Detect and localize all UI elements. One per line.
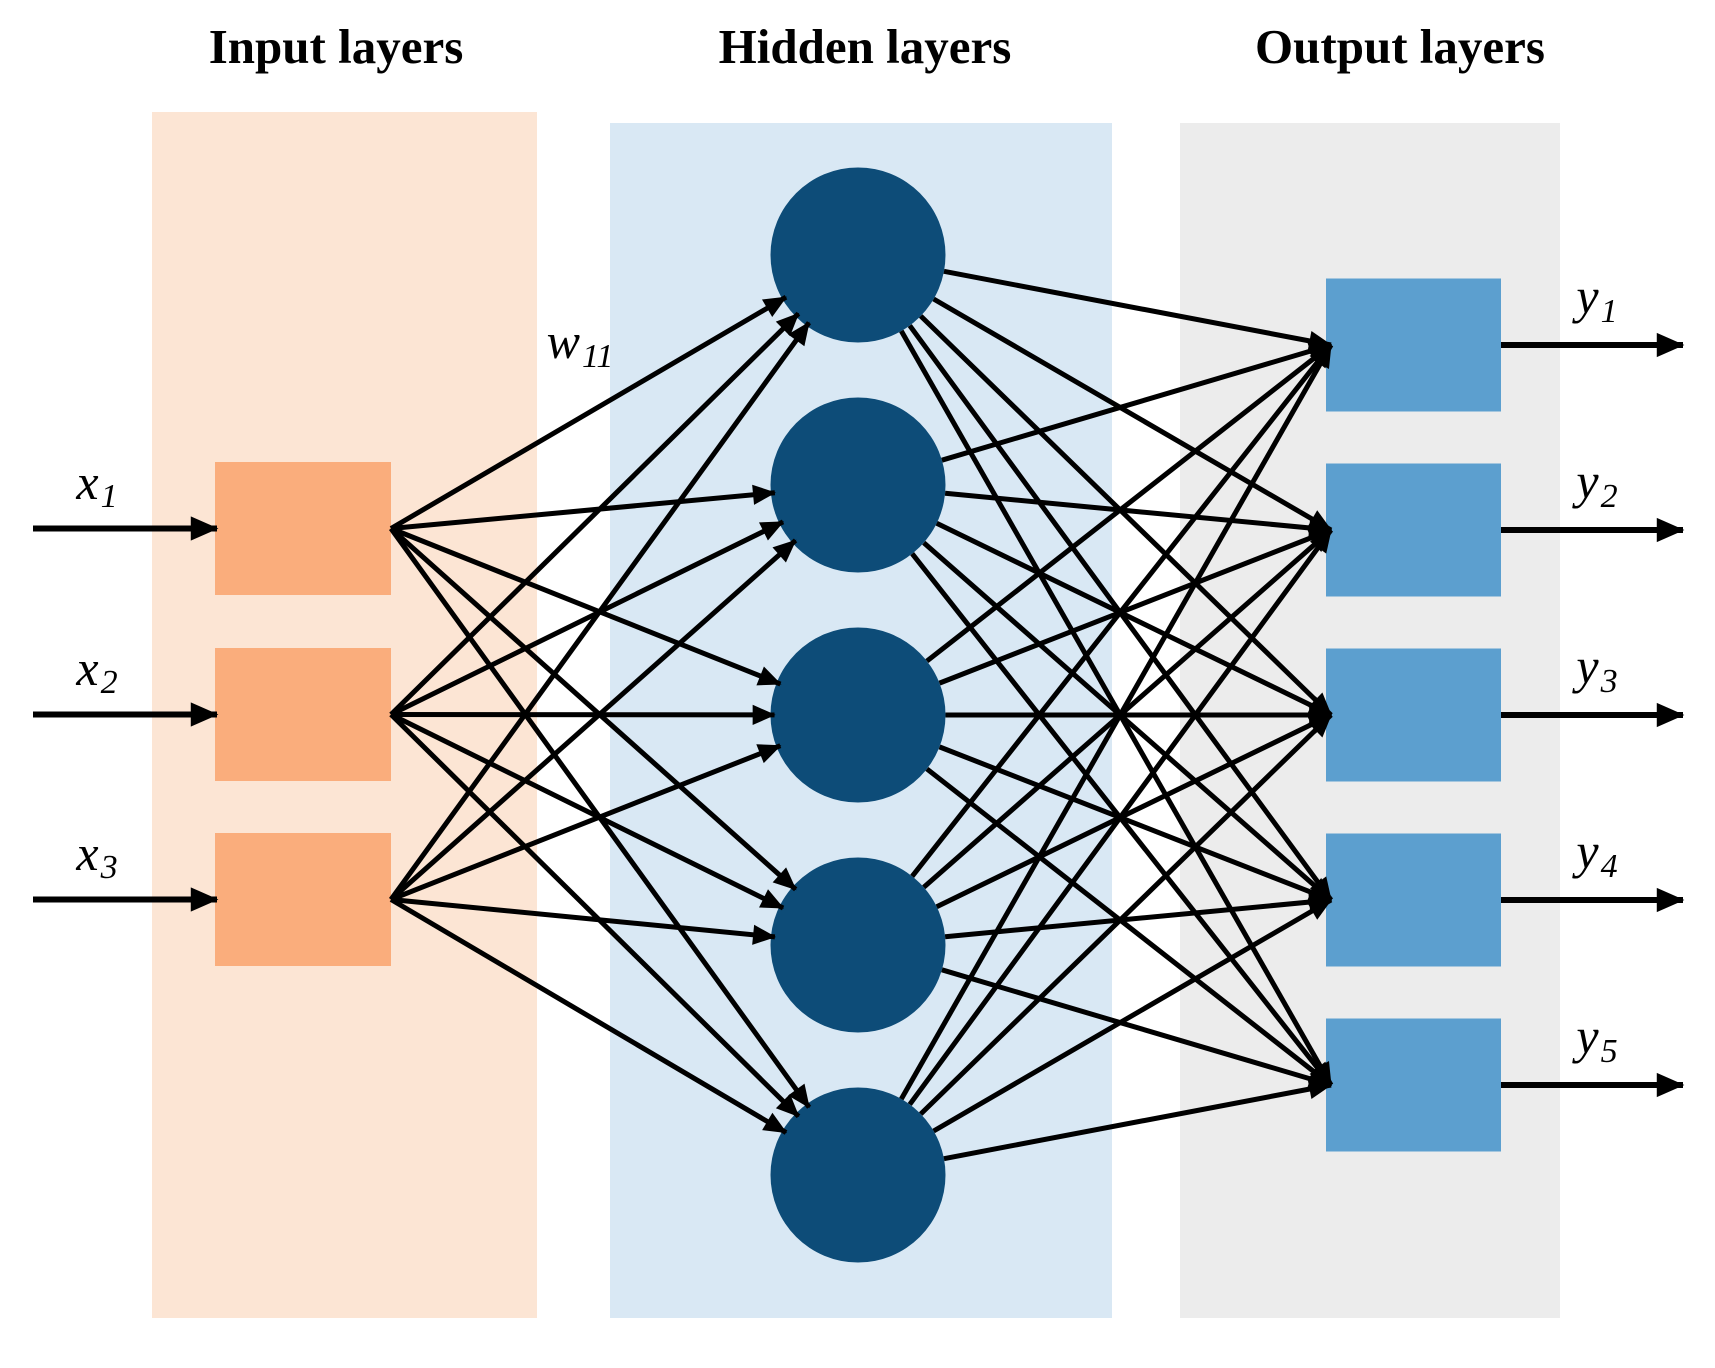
edge-hidden-output [932, 897, 1333, 1134]
hidden-node [770, 397, 946, 573]
edge-input-hidden [388, 321, 812, 901]
edge-hidden-output [899, 343, 1334, 1101]
input-label-x1-base: x [76, 453, 99, 510]
output-label-y1-base: y [1576, 268, 1599, 324]
input-layer-title: Input layers [208, 19, 464, 74]
hidden-node [770, 627, 946, 803]
output-label-y4: y4 [1576, 826, 1617, 884]
edge-input-hidden [389, 897, 788, 1135]
edge-hidden-output [938, 527, 1333, 686]
edge-hidden-output [925, 766, 1333, 1087]
output-label-y1-subscript: 1 [1600, 292, 1618, 330]
weight-label-w11-base: w [546, 313, 580, 369]
output-label-y4-subscript: 4 [1600, 847, 1618, 885]
edge-hidden-output [932, 296, 1333, 533]
edge-hidden-output [910, 343, 1333, 878]
edge-input-hidden [389, 311, 801, 717]
hidden-node [770, 857, 946, 1033]
edge-input-hidden [390, 897, 777, 945]
output-node [1326, 463, 1501, 597]
edge-hidden-output [944, 891, 1333, 940]
output-node [1326, 278, 1501, 412]
output-layer-title: Output layers [1255, 19, 1545, 74]
input-node [215, 462, 391, 595]
hidden-node [770, 1087, 946, 1263]
edge-hidden-output [899, 329, 1334, 1087]
output-label-y3-base: y [1576, 638, 1599, 694]
input-label-x3: x3 [76, 828, 117, 886]
output-label-y5: y5 [1576, 1011, 1617, 1069]
output-node [1326, 1018, 1501, 1152]
edge-hidden-output [943, 268, 1333, 351]
edge-input-hidden [390, 484, 777, 531]
input-label-x3-base: x [76, 824, 99, 881]
input-label-x3-subscript: 3 [100, 849, 118, 886]
output-label-y2: y2 [1576, 456, 1617, 514]
edge-hidden-output [944, 490, 1333, 539]
output-label-y5-subscript: 5 [1600, 1032, 1618, 1070]
output-label-y2-base: y [1576, 453, 1599, 509]
edge-hidden-output [941, 341, 1333, 463]
output-label-y1: y1 [1576, 271, 1617, 329]
output-node [1326, 833, 1501, 967]
hidden-node [770, 167, 946, 343]
edge-hidden-output [938, 744, 1333, 903]
input-label-x1-subscript: 1 [100, 478, 118, 515]
edge-hidden-output [943, 1079, 1333, 1162]
edge-hidden-output [941, 967, 1333, 1089]
edge-hidden-output [922, 540, 1333, 902]
output-node [1326, 648, 1501, 782]
edge-input-hidden [390, 743, 782, 902]
edge-input-hidden [389, 538, 798, 902]
input-label-x2-subscript: 2 [100, 664, 118, 701]
edge-input-hidden [389, 712, 801, 1119]
weight-label-w11: w11 [547, 316, 614, 374]
edge-input-hidden [389, 712, 785, 911]
edge-input-hidden [389, 526, 798, 892]
edge-hidden-output [918, 314, 1333, 717]
input-label-x1: x1 [76, 457, 117, 515]
output-label-y3-subscript: 3 [1600, 662, 1618, 700]
output-label-y3: y3 [1576, 641, 1617, 699]
edge-hidden-output [922, 528, 1333, 890]
edge-hidden-output [918, 713, 1333, 1116]
input-label-x2: x2 [76, 643, 117, 701]
input-node [215, 648, 391, 781]
edge-input-hidden [389, 295, 788, 531]
output-label-y4-base: y [1576, 823, 1599, 879]
edge-hidden-output [907, 528, 1334, 1106]
edge-hidden-output [935, 521, 1333, 718]
input-node [215, 833, 391, 966]
hidden-layer-title: Hidden layers [718, 19, 1012, 74]
edge-input-hidden [389, 519, 785, 717]
output-label-y5-base: y [1576, 1008, 1599, 1064]
edge-hidden-output [935, 712, 1333, 909]
edge-hidden-output [925, 343, 1333, 664]
weight-label-w11-subscript: 11 [581, 337, 614, 375]
edge-input-hidden [390, 526, 782, 687]
input-label-x2-base: x [76, 639, 99, 696]
output-label-y2-subscript: 2 [1600, 477, 1618, 515]
